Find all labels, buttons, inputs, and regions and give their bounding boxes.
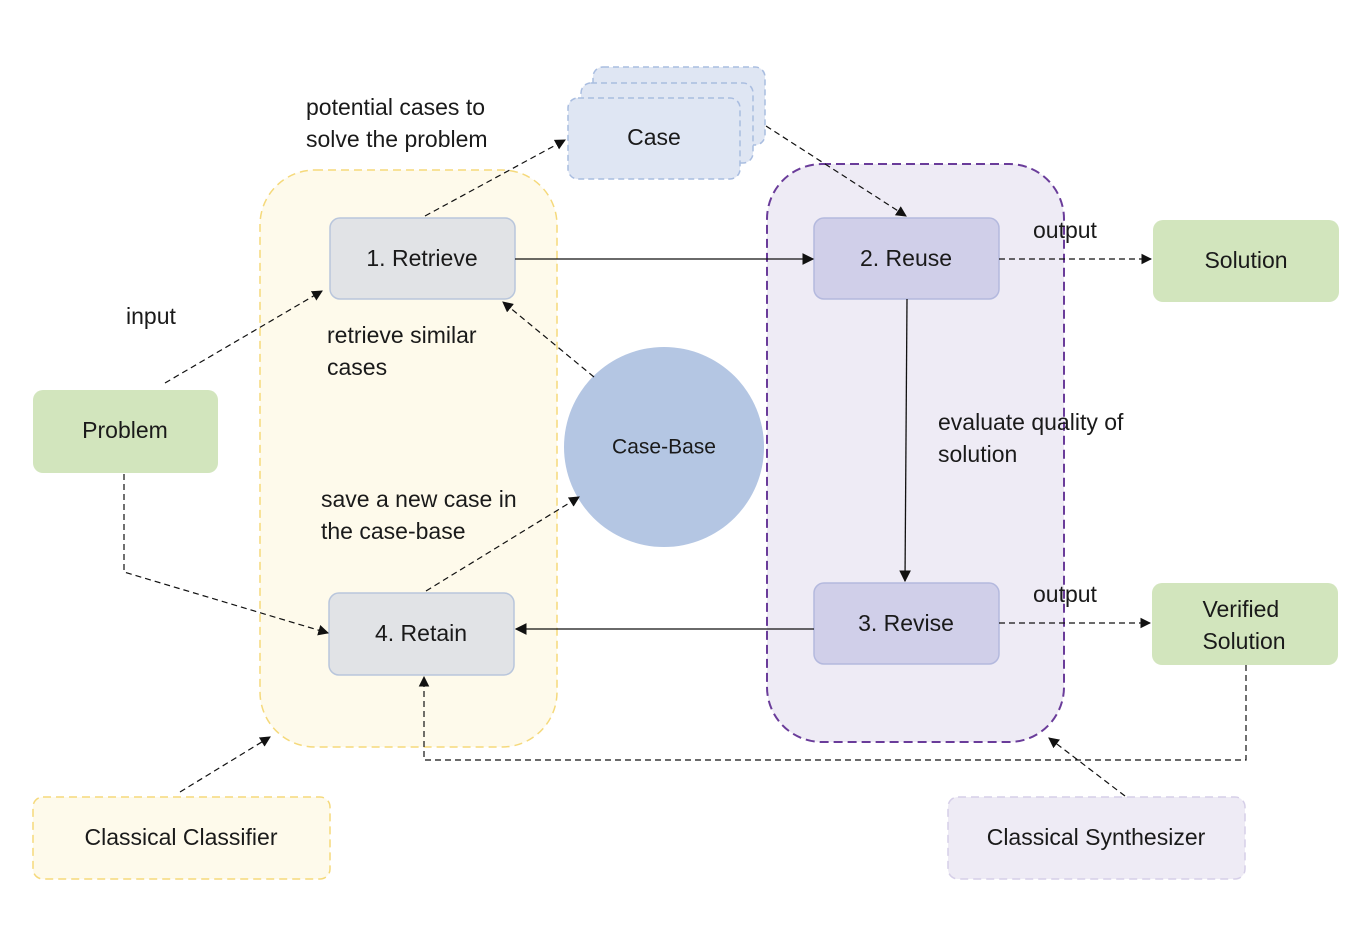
label-retrieve-similar: retrieve similar cases xyxy=(327,322,483,380)
solution-node: Solution xyxy=(1153,220,1339,302)
label-potential-cases: potential cases to solve the problem xyxy=(306,94,491,152)
retain-node: 4. Retain xyxy=(328,592,515,676)
case-base-node: Case-Base xyxy=(564,347,764,547)
retrieve-label: 1. Retrieve xyxy=(366,245,477,271)
arrow-retrieve-to-case xyxy=(424,139,566,217)
label-save-new-case: save a new case in the case-base xyxy=(321,486,523,544)
classical-synthesizer-label: Classical Synthesizer xyxy=(987,824,1206,850)
classical-classifier-node: Classical Classifier xyxy=(32,796,331,880)
arrow-problem-input xyxy=(164,290,323,384)
label-output-top: output xyxy=(1033,217,1098,243)
retrieve-node: 1. Retrieve xyxy=(329,217,516,300)
classical-classifier-label: Classical Classifier xyxy=(85,824,278,850)
verified-solution-label: Verified Solution xyxy=(1202,596,1285,654)
case-base-label: Case-Base xyxy=(612,436,716,459)
arrow-reuse-to-revise xyxy=(899,298,911,583)
case-stack: Case xyxy=(567,66,766,180)
problem-node: Problem xyxy=(33,390,218,473)
classical-synthesizer-node: Classical Synthesizer xyxy=(947,796,1246,880)
verified-solution-node: Verified Solution xyxy=(1152,583,1338,665)
verified-solution-line-1: Verified xyxy=(1202,596,1279,622)
arrow-synthesizer-to-group xyxy=(1048,737,1126,797)
arrow-case-to-reuse xyxy=(765,125,907,217)
solution-label: Solution xyxy=(1204,247,1287,273)
verified-solution-line-2: Solution xyxy=(1202,628,1285,654)
arrow-classifier-to-group xyxy=(179,736,271,793)
label-input: input xyxy=(126,303,176,329)
retain-label: 4. Retain xyxy=(375,620,467,646)
arrow-verified-to-retain xyxy=(418,665,1247,761)
reuse-label: 2. Reuse xyxy=(860,245,952,271)
arrow-problem-to-retain xyxy=(123,474,330,636)
label-evaluate-quality: evaluate quality of solution xyxy=(938,409,1130,467)
reuse-node: 2. Reuse xyxy=(813,217,1000,300)
case-label: Case xyxy=(627,124,681,150)
label-output-bottom: output xyxy=(1033,581,1098,607)
revise-label: 3. Revise xyxy=(858,610,954,636)
problem-label: Problem xyxy=(82,417,168,443)
revise-node: 3. Revise xyxy=(813,582,1000,665)
